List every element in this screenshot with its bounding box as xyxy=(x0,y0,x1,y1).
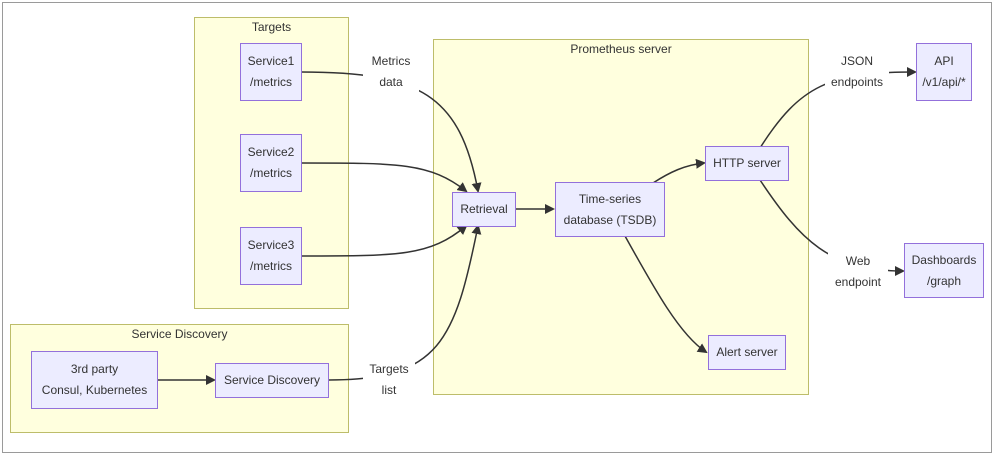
service3-name: Service3 xyxy=(247,238,295,252)
service3-node[interactable]: Service3 /metrics xyxy=(240,227,302,285)
tsdb-node[interactable]: Time-series database (TSDB) xyxy=(555,182,665,237)
prometheus-server-cluster-title: Prometheus server xyxy=(570,42,672,56)
api-label: API xyxy=(934,54,954,68)
http-server-label: HTTP server xyxy=(713,156,781,170)
dashboards-node[interactable]: Dashboards /graph xyxy=(904,243,984,298)
retrieval-label: Retrieval xyxy=(460,202,508,216)
api-node[interactable]: API /v1/api/* xyxy=(916,43,972,101)
service-discovery-label: Service Discovery xyxy=(223,373,321,387)
service-discovery-cluster-title: Service Discovery xyxy=(131,327,228,341)
service2-path: /metrics xyxy=(250,166,292,180)
retrieval-node[interactable]: Retrieval xyxy=(452,192,516,227)
service-discovery-node[interactable]: Service Discovery xyxy=(215,363,329,398)
edge-tsdb-alert xyxy=(624,235,708,354)
third-party-line1: 3rd party xyxy=(70,362,119,376)
edge-tsdb-http xyxy=(652,158,706,184)
edge-label-json-endpoints: JSON endpoints xyxy=(825,51,889,93)
tsdb-line2: database (TSDB) xyxy=(563,212,657,227)
alert-server-label: Alert server xyxy=(716,345,778,359)
api-path: /v1/api/* xyxy=(922,75,966,89)
third-party-node[interactable]: 3rd party Consul, Kubernetes xyxy=(31,351,158,409)
edge-label-targets-list: Targets list xyxy=(363,359,415,401)
service3-path: /metrics xyxy=(250,259,292,273)
targets-cluster-title: Targets xyxy=(251,20,292,34)
third-party-line2: Consul, Kubernetes xyxy=(41,383,148,397)
tsdb-line1: Time-series xyxy=(578,191,642,206)
edge-label-metrics-data: Metrics data xyxy=(363,51,419,93)
edge-service3-retrieval xyxy=(300,224,468,257)
edge-label-web-line2: endpoint xyxy=(834,275,882,289)
service1-path: /metrics xyxy=(250,75,292,89)
edge-label-targets-line2: list xyxy=(381,383,397,397)
service2-node[interactable]: Service2 /metrics xyxy=(240,134,302,192)
dashboards-path: /graph xyxy=(926,273,962,288)
edge-label-json-line1: JSON xyxy=(840,54,873,68)
edge-label-metrics-line2: data xyxy=(379,75,403,89)
edge-label-metrics-line1: Metrics xyxy=(371,54,411,68)
edge-label-targets-line1: Targets xyxy=(369,362,409,376)
edge-service1-retrieval xyxy=(300,71,482,193)
edge-label-web-line1: Web xyxy=(845,254,871,268)
alert-server-node[interactable]: Alert server xyxy=(708,335,786,370)
dashboards-label: Dashboards xyxy=(911,252,977,267)
service1-node[interactable]: Service1 /metrics xyxy=(240,43,302,101)
edge-label-json-line2: endpoints xyxy=(830,75,884,89)
service1-name: Service1 xyxy=(247,54,295,68)
edge-service2-retrieval xyxy=(300,162,468,193)
edge-label-web-endpoint: Web endpoint xyxy=(828,251,888,293)
service2-name: Service2 xyxy=(247,145,295,159)
http-server-node[interactable]: HTTP server xyxy=(705,146,789,181)
edge-sd-retrieval xyxy=(328,224,482,381)
